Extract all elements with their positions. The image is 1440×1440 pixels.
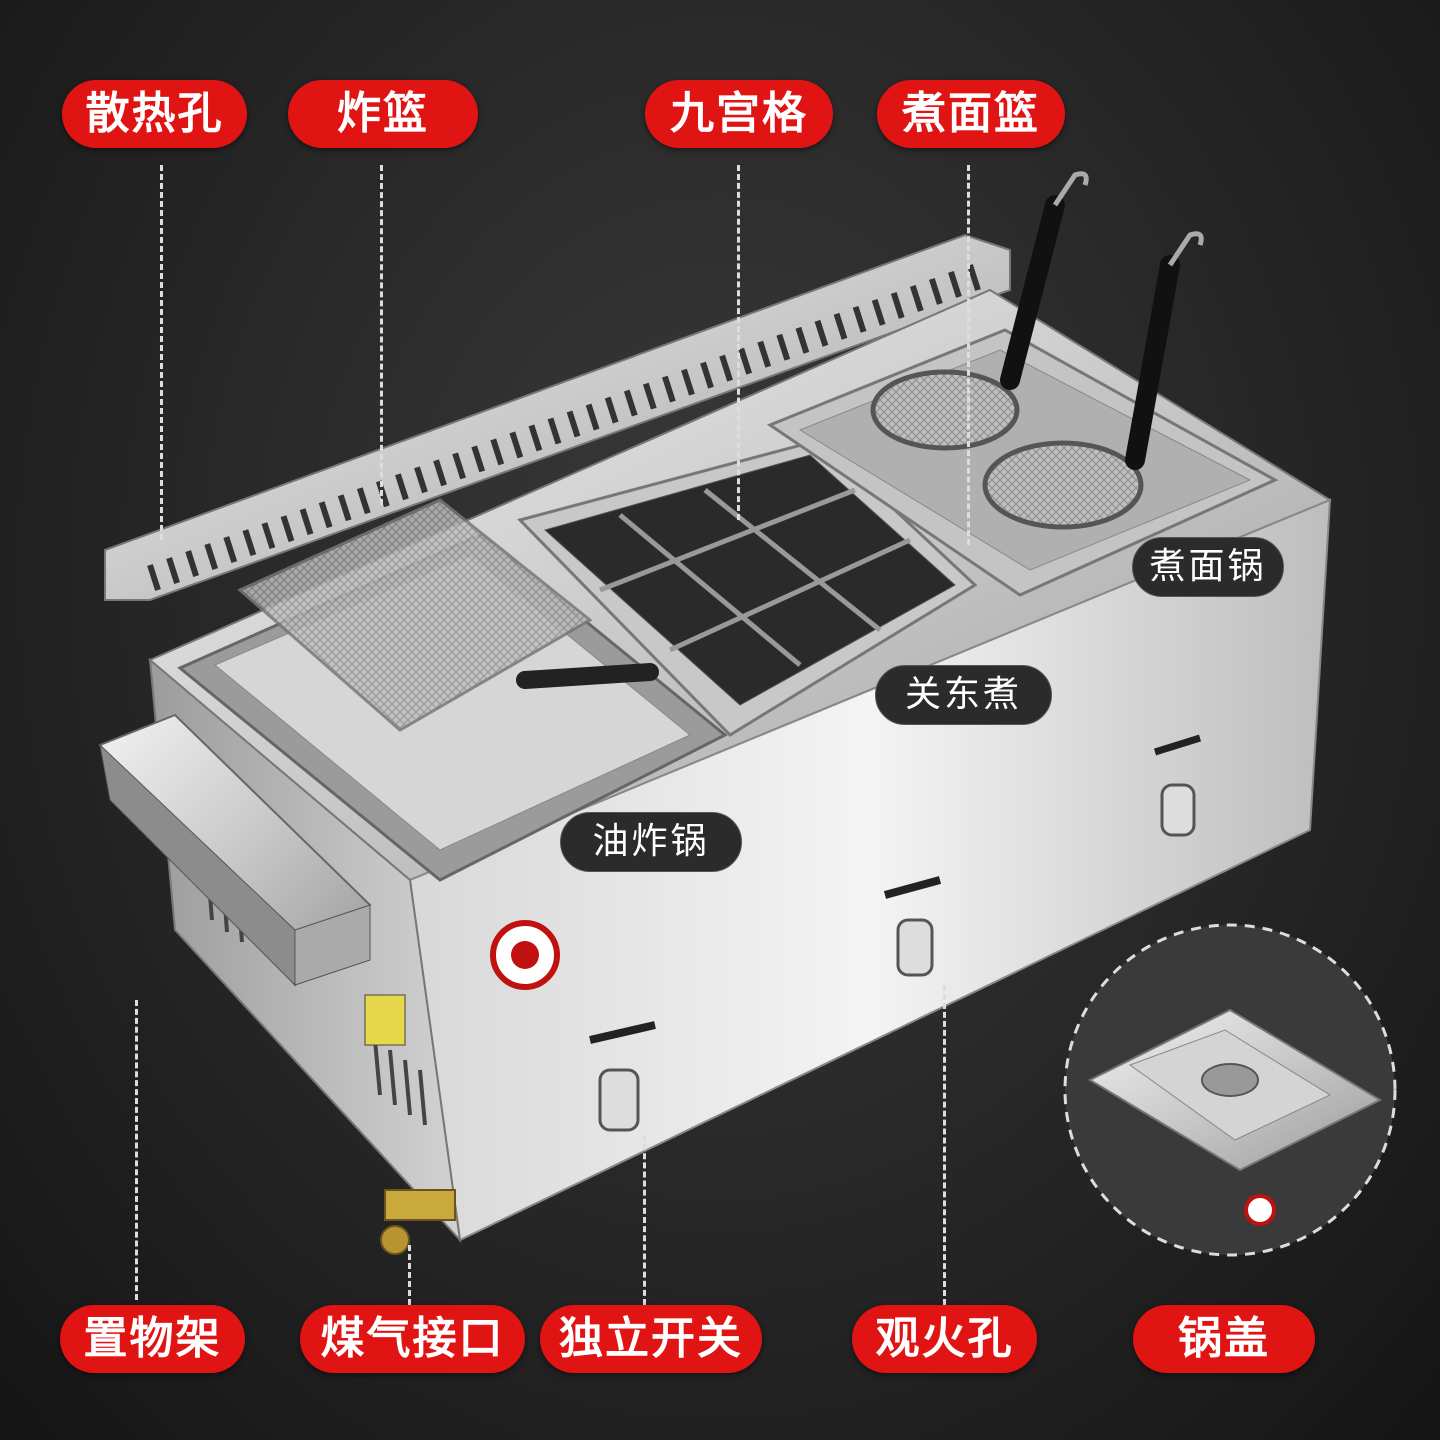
vent-slot — [642, 382, 657, 410]
label-fryer: 油炸锅 — [560, 812, 742, 872]
vent-slot — [204, 543, 219, 570]
vent-slot — [948, 271, 962, 298]
gas-connector-icon — [380, 1189, 456, 1255]
label-oden: 关东煮 — [875, 665, 1052, 725]
lid-inset — [1063, 923, 1397, 1257]
vent-slot — [871, 298, 886, 326]
vent-slot — [547, 417, 562, 445]
vent-slot — [452, 452, 466, 480]
vent-slot — [318, 501, 333, 529]
noodle-pot — [766, 171, 1279, 597]
vent-slot — [700, 361, 714, 389]
vent-slot — [662, 375, 676, 403]
leader-line — [943, 985, 946, 1305]
label-noodle-basket: 煮面篮 — [877, 80, 1065, 148]
vent-slot — [414, 466, 428, 494]
label-noodle-pot: 煮面锅 — [1132, 537, 1284, 597]
vent-slot — [433, 459, 447, 487]
label-shelf: 置物架 — [60, 1305, 245, 1373]
vent-slot — [585, 403, 600, 431]
vent-slot — [223, 536, 238, 564]
fry-basket — [237, 498, 659, 732]
warning-sticker — [364, 994, 406, 1046]
vent-slot — [566, 410, 581, 438]
vent-slot — [719, 354, 733, 382]
vent-slot — [147, 564, 161, 591]
leader-line — [737, 165, 740, 520]
vent-slot — [242, 529, 257, 557]
vent-slot — [738, 347, 753, 375]
label-fry-basket: 炸篮 — [288, 80, 478, 148]
side-shelf — [98, 713, 372, 987]
vent-slot — [356, 487, 371, 515]
vent-slot — [509, 431, 524, 459]
vent-slot — [623, 389, 638, 417]
vent-slot — [776, 333, 791, 361]
vent-slot — [490, 438, 505, 466]
vent-slot — [890, 291, 905, 319]
oden-grid — [517, 438, 978, 737]
control-knobs — [589, 734, 1202, 1132]
vent-slot — [261, 522, 276, 550]
leader-line — [160, 165, 163, 540]
vent-slot — [929, 278, 943, 305]
label-gas-interface: 煤气接口 — [300, 1305, 525, 1373]
vent-slot — [833, 312, 848, 340]
label-nine-grid: 九宫格 — [645, 80, 833, 148]
vent-slot — [185, 550, 199, 577]
vent-slot — [967, 264, 981, 291]
leader-line — [643, 1135, 646, 1305]
vent-slot — [166, 557, 180, 584]
vent-slot — [757, 340, 772, 368]
leader-line — [380, 165, 383, 505]
vent-slot — [852, 305, 867, 333]
vent-slot — [814, 319, 829, 347]
vent-slot — [604, 396, 619, 424]
label-independent-switch: 独立开关 — [540, 1305, 762, 1373]
label-pot-lid: 锅盖 — [1133, 1305, 1315, 1373]
brand-logo-icon — [490, 920, 560, 990]
vent-slot — [299, 508, 314, 536]
label-vent-holes: 散热孔 — [62, 80, 247, 148]
label-fire-window: 观火孔 — [852, 1305, 1037, 1373]
vent-slot — [471, 445, 486, 473]
vent-slot — [395, 473, 409, 501]
vent-slot — [795, 326, 810, 354]
vent-slot — [681, 368, 695, 396]
vent-slot — [280, 515, 295, 543]
leader-line — [967, 165, 970, 545]
vent-panel — [104, 233, 1011, 601]
vent-slot — [337, 494, 352, 522]
vent-slot — [909, 285, 924, 312]
leader-line — [408, 1245, 411, 1305]
vent-slot — [528, 424, 543, 452]
leader-line — [135, 1000, 138, 1300]
